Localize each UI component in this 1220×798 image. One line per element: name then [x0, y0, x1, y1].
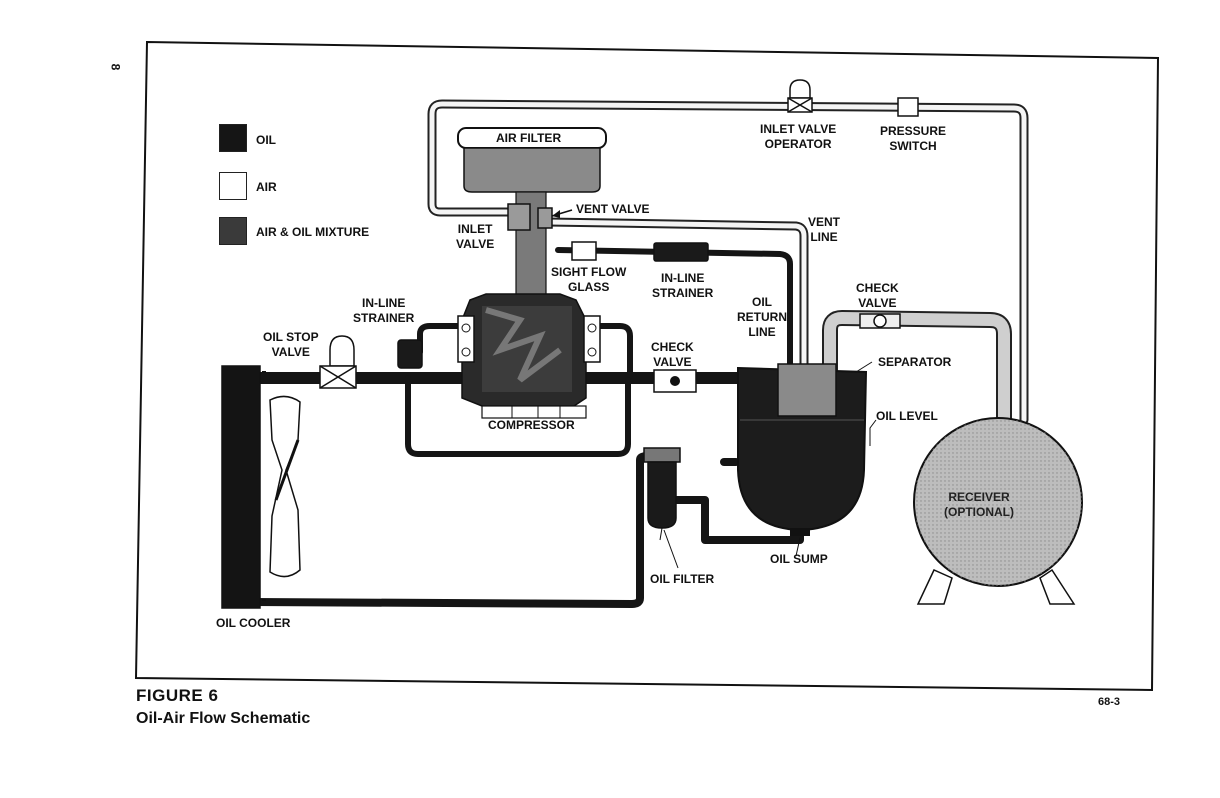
compressor [457, 293, 601, 419]
page-number: 8 [108, 63, 123, 71]
figure-title: Oil-Air Flow Schematic [136, 710, 311, 727]
legend-swatch-oil [219, 124, 247, 152]
inlet-valve [507, 203, 531, 231]
in-line-strainer-left [397, 339, 423, 369]
inlet-valve-operator [787, 79, 813, 113]
page-code: 68-3 [1098, 696, 1121, 708]
legend-swatch-air [219, 172, 247, 200]
label-air-filter: AIR FILTER [496, 131, 562, 145]
separator-tank [737, 363, 868, 536]
leader-lines [659, 361, 877, 569]
label-vent-valve: VENT VALVE [576, 202, 650, 216]
pressure-switch [897, 97, 919, 117]
label-receiver: RECEIVER(OPTIONAL) [944, 490, 1014, 519]
label-oil-level: OIL LEVEL [876, 409, 938, 423]
check-valve-top [859, 313, 901, 329]
label-oil-cooler: OIL COOLER [216, 616, 291, 630]
legend-label-oil: OIL [256, 133, 276, 147]
legend-label-air: AIR [256, 180, 277, 194]
oil-cooler [221, 365, 301, 609]
oil-filter [643, 447, 681, 529]
figure-border [134, 40, 1160, 692]
figure-number: FIGURE 6 [136, 686, 219, 705]
receiver-tank [913, 417, 1083, 605]
label-oil-filter: OIL FILTER [650, 572, 715, 586]
legend-label-air-oil: AIR & OIL MIXTURE [256, 225, 370, 239]
label-separator: SEPARATOR [878, 355, 952, 369]
air-lines [427, 99, 1029, 428]
sight-flow-glass [571, 241, 597, 261]
label-oil-sump: OIL SUMP [770, 552, 828, 566]
legend-swatch-air-oil [219, 217, 247, 245]
vent-valve [537, 207, 553, 229]
in-line-strainer-top [653, 242, 709, 262]
label-compressor: COMPRESSOR [488, 418, 575, 432]
oil-stop-valve [319, 335, 357, 389]
check-valve-mid [653, 369, 697, 393]
